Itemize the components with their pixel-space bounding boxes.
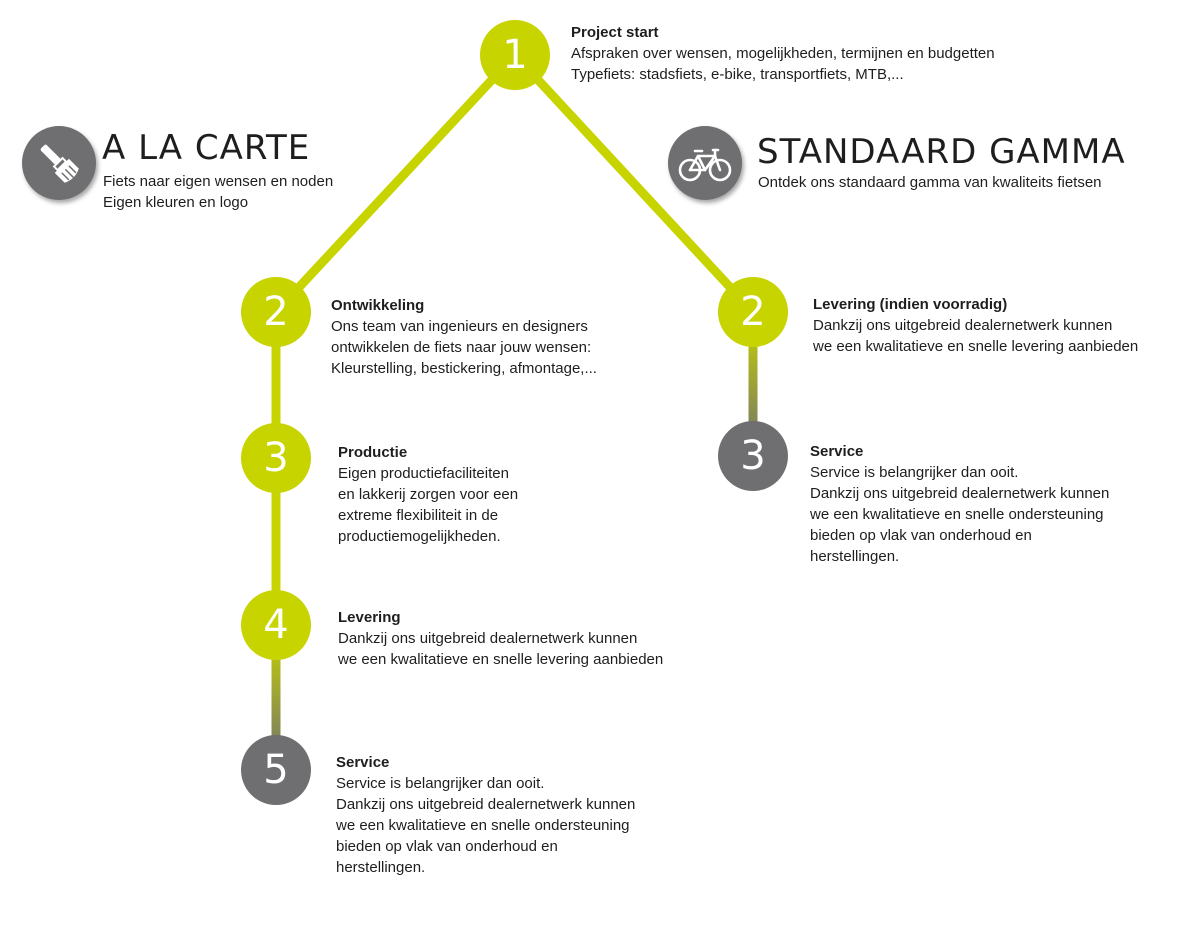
- connector-right-2-3: [748, 312, 758, 456]
- step-line: we een kwalitatieve en snelle ondersteun…: [336, 817, 630, 834]
- step-line: bieden op vlak van onderhoud en: [810, 527, 1032, 544]
- step-line: ontwikkelen de fiets naar jouw wensen:: [331, 339, 592, 356]
- description-line: Eigen kleuren en logo: [103, 194, 249, 211]
- step-line: Dankzij ons uitgebreid dealernetwerk kun…: [813, 317, 1113, 334]
- step-line: en lakkerij zorgen voor een: [338, 486, 519, 503]
- step-title: Ontwikkeling: [331, 297, 425, 314]
- step-line: Dankzij ons uitgebreid dealernetwerk kun…: [338, 630, 638, 647]
- step-number: 3: [740, 433, 766, 479]
- step-left-5-text: Service Service is belangrijker dan ooit…: [336, 752, 635, 878]
- step-line: we een kwalitatieve en snelle ondersteun…: [810, 506, 1104, 523]
- step-right-2-text: Levering (indien voorradig) Dankzij ons …: [813, 294, 1138, 357]
- step-number: 4: [263, 602, 289, 648]
- step-line: Ons team van ingenieurs en designers: [331, 318, 588, 335]
- description-line: Fiets naar eigen wensen en noden: [103, 173, 334, 190]
- step-line: Eigen productiefaciliteiten: [338, 465, 509, 482]
- step-title: Levering: [338, 609, 401, 626]
- step-line: Typefiets: stadsfiets, e-bike, transport…: [571, 66, 904, 83]
- connector-start-right: [510, 50, 758, 317]
- step-start-text: Project start Afspraken over wensen, mog…: [571, 22, 995, 85]
- step-line: Dankzij ons uitgebreid dealernetwerk kun…: [336, 796, 636, 813]
- step-line: Dankzij ons uitgebreid dealernetwerk kun…: [810, 485, 1110, 502]
- standaard-gamma-description: Ontdek ons standaard gamma van kwaliteit…: [758, 172, 1102, 193]
- connector-left-4-5: [271, 625, 281, 770]
- step-line: extreme flexibiliteit in de: [338, 507, 499, 524]
- step-number: 3: [263, 435, 289, 481]
- step-line: we een kwalitatieve en snelle levering a…: [813, 338, 1139, 355]
- step-line: herstellingen.: [810, 548, 900, 565]
- step-title: Levering (indien voorradig): [813, 296, 1008, 313]
- step-line: bieden op vlak van onderhoud en: [336, 838, 558, 855]
- step-number: 2: [263, 289, 289, 335]
- a-la-carte-title: A LA CARTE: [102, 128, 311, 168]
- step-line: we een kwalitatieve en snelle levering a…: [338, 651, 664, 668]
- step-title: Productie: [338, 444, 408, 461]
- step-title: Service: [336, 754, 390, 771]
- step-line: herstellingen.: [336, 859, 426, 876]
- step-node-right-2: 2: [718, 277, 788, 347]
- standaard-gamma-badge: [668, 126, 742, 200]
- step-node-left-3: 3: [241, 423, 311, 493]
- step-title: Service: [810, 443, 864, 460]
- step-number: 5: [263, 747, 289, 793]
- description-line: Ontdek ons standaard gamma van kwaliteit…: [758, 174, 1102, 191]
- a-la-carte-description: Fiets naar eigen wensen en noden Eigen k…: [103, 171, 333, 213]
- step-left-3-text: Productie Eigen productiefaciliteiten en…: [338, 442, 518, 547]
- step-title: Project start: [571, 24, 659, 41]
- step-node-left-5: 5: [241, 735, 311, 805]
- step-line: Service is belangrijker dan ooit.: [336, 775, 545, 792]
- step-left-2-text: Ontwikkeling Ons team van ingenieurs en …: [331, 295, 597, 379]
- step-node-start: 1: [480, 20, 550, 90]
- a-la-carte-badge: [22, 126, 96, 200]
- step-left-4-text: Levering Dankzij ons uitgebreid dealerne…: [338, 607, 663, 670]
- step-node-right-3: 3: [718, 421, 788, 491]
- step-line: Kleurstelling, bestickering, afmontage,.…: [331, 360, 597, 377]
- step-line: Afspraken over wensen, mogelijkheden, te…: [571, 45, 995, 62]
- step-node-left-4: 4: [241, 590, 311, 660]
- connector-start-left: [271, 50, 520, 317]
- step-node-left-2: 2: [241, 277, 311, 347]
- standaard-gamma-title: STANDAARD GAMMA: [757, 132, 1126, 172]
- step-line: Service is belangrijker dan ooit.: [810, 464, 1019, 481]
- step-right-3-text: Service Service is belangrijker dan ooit…: [810, 441, 1109, 567]
- paintbrush-icon: [40, 144, 79, 183]
- step-number: 1: [502, 32, 528, 78]
- step-line: productiemogelijkheden.: [338, 528, 501, 545]
- bicycle-icon: [678, 148, 732, 182]
- step-number: 2: [740, 289, 766, 335]
